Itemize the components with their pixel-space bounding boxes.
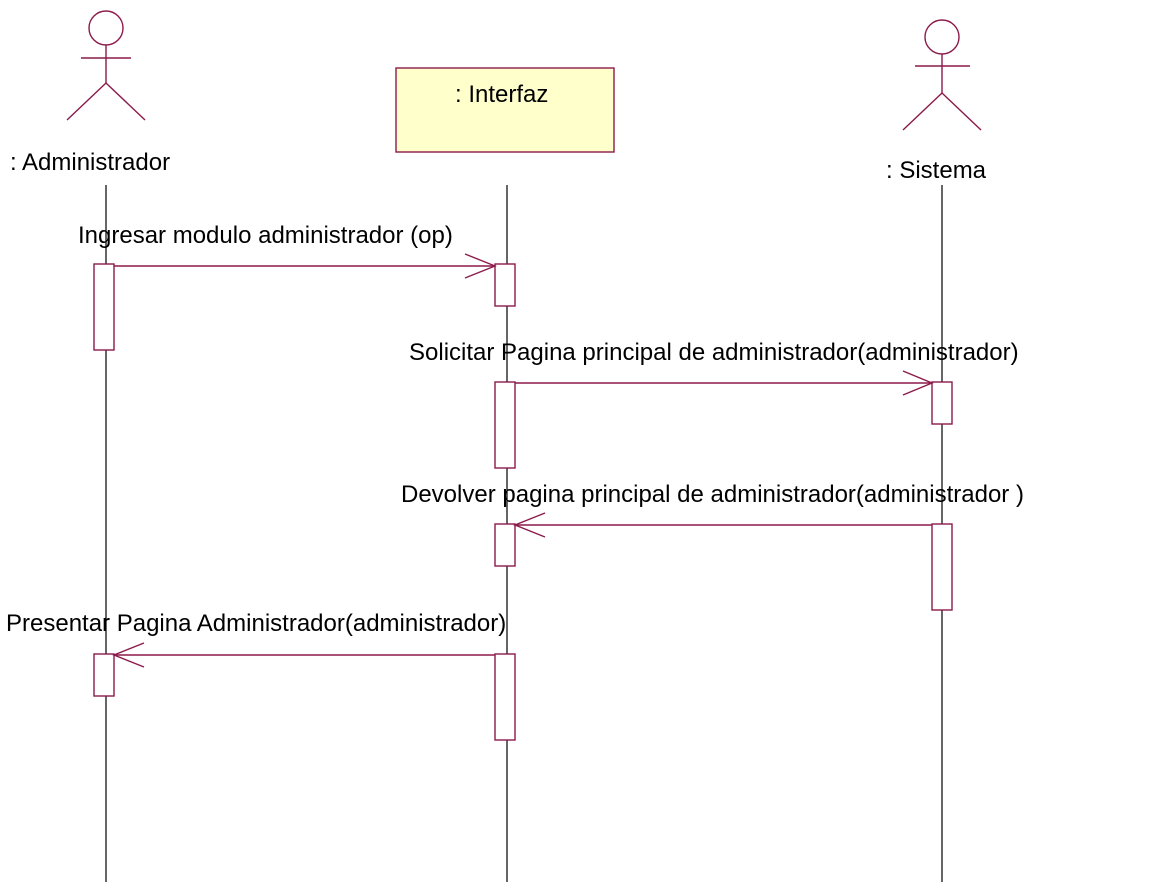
actor-sistema: : Sistema: [886, 19, 987, 184]
message-label: Devolver pagina principal de administrad…: [401, 481, 1024, 508]
message-label: Ingresar modulo administrador (op): [78, 222, 453, 249]
arrowhead-left-icon: [112, 642, 145, 668]
activation-bar-interfaz-3: [494, 523, 516, 567]
arrowhead-left-icon: [513, 512, 546, 538]
arrowhead-right-icon: [902, 370, 934, 396]
activation-bar-sistema-1: [931, 381, 953, 425]
activation-bar-interfaz-4: [494, 653, 516, 741]
activation-bar-interfaz-1: [494, 263, 516, 307]
object-interfaz: : Interfaz: [395, 67, 615, 153]
activation-bar-interfaz-2: [494, 381, 516, 469]
message-presentar-pagina: Presentar Pagina Administrador(administr…: [6, 610, 506, 668]
message-label: Solicitar Pagina principal de administra…: [409, 339, 1019, 366]
stick-figure-icon: [902, 19, 982, 131]
object-label-interfaz: : Interfaz: [455, 81, 548, 108]
message-solicitar-pagina: Solicitar Pagina principal de administra…: [409, 339, 1019, 396]
actor-label-sistema: : Sistema: [886, 157, 987, 184]
message-devolver-pagina: Devolver pagina principal de administrad…: [401, 481, 1024, 538]
actor-administrador: : Administrador: [10, 10, 170, 176]
actor-label-administrador: : Administrador: [10, 149, 170, 176]
object-box-interfaz: [395, 67, 615, 153]
activation-bar-sistema-2: [931, 523, 953, 611]
arrowhead-right-icon: [464, 253, 497, 279]
message-ingresar-modulo: Ingresar modulo administrador (op): [78, 222, 497, 279]
activation-bar-administrador-2: [93, 653, 115, 697]
activation-bar-administrador-1: [93, 263, 115, 351]
message-label: Presentar Pagina Administrador(administr…: [6, 610, 506, 637]
stick-figure-icon: [66, 10, 146, 121]
